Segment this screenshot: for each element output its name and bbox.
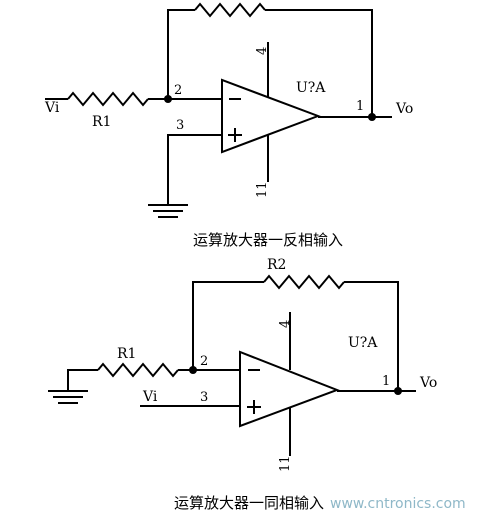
circuit-noninverting: R2 R1 Vi 2 3 1 4 11 U?A Vo 运算放大器一同相输入	[48, 257, 437, 512]
pin-noninverting-label-2: 3	[200, 390, 208, 405]
ground-symbol	[148, 204, 188, 218]
pin-output-label: 1	[356, 99, 364, 114]
power-pin-label: 4	[255, 47, 270, 55]
opamp-label-2: U?A	[348, 335, 378, 351]
feedback-wire-right	[265, 9, 373, 117]
junction-dot	[164, 95, 172, 103]
vin-label-2: Vi	[142, 389, 158, 405]
feedback-wire-left-2	[192, 281, 264, 370]
feedback-wire-left	[167, 9, 195, 98]
opamp-label: U?A	[296, 80, 326, 96]
caption-noninverting: 运算放大器一同相输入	[174, 494, 324, 512]
resistor-label: R1	[92, 114, 111, 130]
ground-riser-2	[67, 369, 98, 391]
feedback-resistor-label: R2	[267, 257, 286, 273]
opamp-triangle-2	[239, 350, 340, 428]
ground-wire	[167, 134, 222, 205]
output-junction-dot-2	[394, 387, 402, 395]
circuit-inverting: Vi R1 2 3 1 4 11 U?A Vo 运算放大器一反相输入	[44, 2, 413, 249]
pin-inverting-label-2: 2	[200, 354, 208, 369]
plus-sign	[228, 128, 242, 142]
power-pin-label-2: 4	[278, 320, 293, 328]
power-pin-low-label-2: 11	[278, 455, 293, 472]
ground-symbol-2	[48, 390, 88, 404]
watermark-text: www.cntronics.com	[330, 496, 466, 512]
pin-output-label-2: 1	[382, 374, 390, 389]
pin-noninverting-label: 3	[176, 118, 184, 133]
feedback-wire-right-2	[344, 281, 399, 391]
vout-label: Vo	[395, 101, 413, 117]
input-resistor	[67, 91, 149, 107]
pin-inverting-label: 2	[174, 83, 182, 98]
junction-dot-2	[189, 366, 197, 374]
feedback-resistor-r2	[263, 274, 345, 290]
caption-inverting: 运算放大器一反相输入	[193, 231, 343, 249]
vin-label: Vi	[44, 100, 60, 116]
opamp-triangle	[221, 78, 321, 154]
input-resistor-2	[97, 362, 179, 378]
plus-sign-2	[247, 400, 261, 414]
power-pin-low-label: 11	[255, 181, 270, 198]
vout-label-2: Vo	[419, 375, 437, 391]
resistor-label-2: R1	[117, 346, 136, 362]
output-junction-dot	[368, 113, 376, 121]
feedback-resistor	[194, 2, 266, 18]
